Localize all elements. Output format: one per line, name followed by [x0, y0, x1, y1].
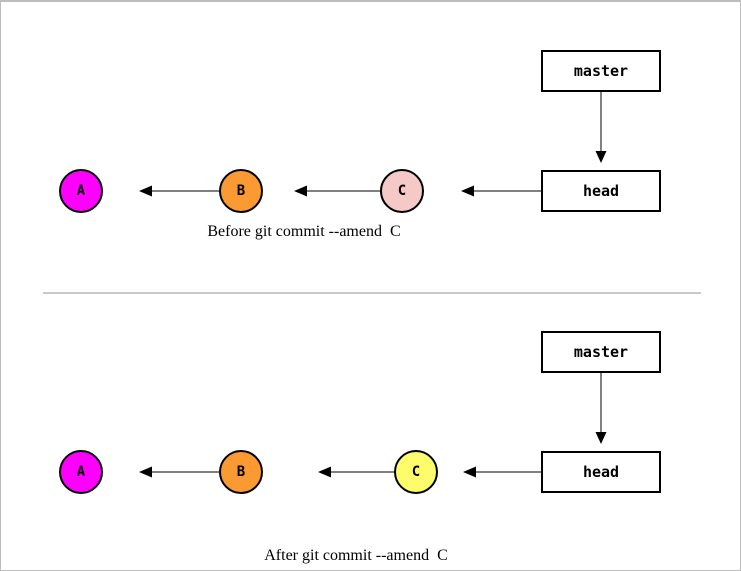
- master-label-after: master: [573, 343, 629, 361]
- arrow-master-to-head-before: [595, 92, 607, 163]
- commit-node-a-before: A: [59, 169, 103, 213]
- arrow-head-to-c-before: [461, 185, 541, 197]
- section-divider: [43, 292, 701, 294]
- master-box-after: master: [541, 331, 661, 373]
- head-label-before: head: [582, 182, 620, 200]
- commit-label-a-before: A: [76, 183, 86, 199]
- master-box-before: master: [541, 50, 661, 92]
- commit-label-c-before: C: [397, 183, 407, 199]
- commit-node-b-before: B: [219, 169, 263, 213]
- commit-label-b-after: B: [236, 464, 246, 480]
- commit-label-a-after: A: [76, 464, 86, 480]
- caption-before: Before git commit --amend C: [207, 223, 401, 240]
- arrow-b-to-a-before: [139, 185, 219, 197]
- arrow-c-to-b-after: [318, 466, 394, 478]
- head-box-before: head: [541, 170, 661, 212]
- commit-node-c-before: C: [380, 169, 424, 213]
- arrow-head-to-c-after: [463, 466, 541, 478]
- master-label-before: master: [573, 62, 629, 80]
- arrow-c-to-b-before: [294, 185, 380, 197]
- commit-label-c-after: C: [411, 464, 421, 480]
- head-label-after: head: [582, 463, 620, 481]
- head-box-after: head: [541, 451, 661, 493]
- commit-label-b-before: B: [236, 183, 246, 199]
- caption-after: After git commit --amend C: [264, 547, 448, 564]
- arrow-b-to-a-after: [139, 466, 219, 478]
- commit-node-a-after: A: [59, 450, 103, 494]
- commit-node-b-after: B: [219, 450, 263, 494]
- arrow-master-to-head-after: [595, 373, 607, 444]
- commit-node-c-after: C: [394, 450, 438, 494]
